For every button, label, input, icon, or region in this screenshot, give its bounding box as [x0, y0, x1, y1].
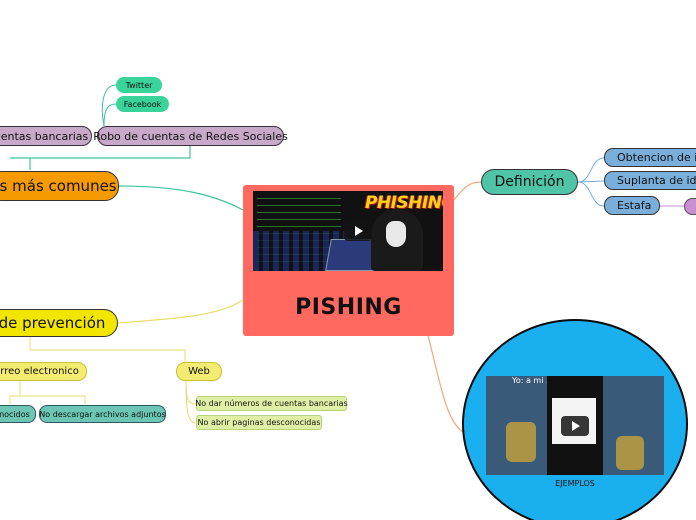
- examples-video-thumbnail[interactable]: Yo: a mi ... an...: [486, 376, 664, 475]
- no-abrir-label: No abrir paginas desconocidas: [197, 418, 321, 427]
- thumbnail-caption: Yo: a mi ... an...: [512, 376, 574, 385]
- tipos-node[interactable]: os más comunes: [0, 171, 119, 201]
- facebook-node[interactable]: Facebook: [116, 96, 169, 112]
- prevencion-node[interactable]: de prevención: [0, 309, 118, 337]
- cartoon-character-graphic: [506, 422, 536, 462]
- no-dar-numeros-label: No dar números de cuentas bancarias: [195, 399, 348, 408]
- cartoon-character-graphic: [616, 436, 644, 470]
- definicion-label: Definición: [494, 174, 565, 190]
- conocidos-node[interactable]: onocidos: [0, 405, 36, 423]
- central-title: PISHING: [295, 295, 402, 320]
- mask-graphic: [386, 221, 406, 247]
- no-abrir-node[interactable]: No abrir paginas desconocidas: [196, 415, 322, 430]
- obtencion-label: Obtencion de info: [617, 151, 696, 164]
- prevencion-label: de prevención: [0, 314, 106, 332]
- facebook-label: Facebook: [123, 99, 162, 109]
- twitter-label: Twitter: [125, 80, 153, 90]
- examples-caption: EJEMPLOS: [555, 479, 595, 488]
- estafa-child-node[interactable]: [684, 198, 696, 215]
- central-topic[interactable]: PHISHING PISHING: [243, 185, 454, 336]
- twitter-node[interactable]: Twitter: [116, 77, 162, 93]
- suplanta-node[interactable]: Suplanta de identi: [604, 171, 696, 190]
- no-dar-numeros-node[interactable]: No dar números de cuentas bancarias: [195, 396, 348, 411]
- web-label: Web: [188, 366, 210, 377]
- no-descargar-node[interactable]: No descargar archivos adjuntos: [39, 405, 166, 423]
- suplanta-label: Suplanta de identi: [617, 174, 696, 187]
- cuentas-bancarias-node[interactable]: uentas bancarias: [0, 126, 92, 146]
- redes-sociales-label: Robo de cuentas de Redes Sociales: [93, 129, 288, 143]
- conocidos-label: onocidos: [0, 409, 30, 419]
- play-icon[interactable]: [561, 416, 589, 436]
- estafa-node[interactable]: Estafa: [604, 196, 660, 215]
- correo-label: orreo electronico: [0, 366, 79, 377]
- obtencion-node[interactable]: Obtencion de info: [604, 148, 696, 167]
- correo-node[interactable]: orreo electronico: [0, 362, 87, 381]
- definicion-node[interactable]: Definición: [481, 169, 578, 195]
- redes-sociales-node[interactable]: Robo de cuentas de Redes Sociales: [93, 126, 288, 146]
- cuentas-bancarias-label: uentas bancarias: [0, 129, 89, 143]
- play-icon[interactable]: [344, 221, 372, 241]
- web-node[interactable]: Web: [176, 362, 222, 381]
- no-descargar-label: No descargar archivos adjuntos: [39, 409, 166, 419]
- thumbnail-title: PHISHING: [365, 193, 443, 213]
- estafa-label: Estafa: [617, 199, 652, 212]
- phishing-video-thumbnail[interactable]: PHISHING: [253, 191, 443, 271]
- tipos-label: os más comunes: [0, 177, 117, 195]
